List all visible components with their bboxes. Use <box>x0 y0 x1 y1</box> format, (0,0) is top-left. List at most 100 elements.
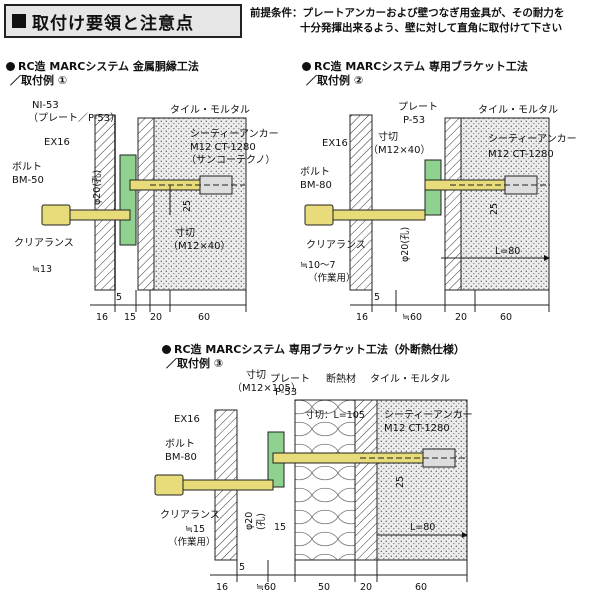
label-dim-25: 25 <box>395 476 406 488</box>
dim-1-5: 5 <box>116 292 122 303</box>
bolt-head <box>41 204 71 226</box>
bolt-shaft <box>69 209 131 221</box>
section-3-sub: ／取付例 ③ <box>166 357 224 370</box>
dim-3-16: 16 <box>216 582 228 593</box>
dim-2-60b: 60 <box>500 312 512 323</box>
label-anchor-1: シーティーアンカー <box>190 128 279 140</box>
page-title: 取付け要領と注意点 <box>32 13 194 34</box>
bolt-shaft <box>182 479 274 491</box>
bullet-icon <box>6 62 15 71</box>
label-cut-2: （M12×40） <box>368 144 430 156</box>
dim-2-5: 5 <box>374 292 380 303</box>
label-plate-1: プレート <box>270 373 310 385</box>
label-tile-mortar: タイル・モルタル <box>170 104 250 116</box>
tile-mortar-layer <box>444 117 462 291</box>
label-anchor-3: （サンコーテクノ） <box>186 154 275 166</box>
dim-1-15: 15 <box>124 312 136 323</box>
label-cut-1: 寸切 <box>246 368 266 381</box>
insulation-layer <box>294 399 356 561</box>
label-clearance: クリアランス <box>160 509 220 521</box>
section-2-title: RC造 MARCシステム 専用ブラケット工法 <box>314 60 528 73</box>
dim-2-60a: ≒60 <box>402 312 422 323</box>
dim-1-20: 20 <box>150 312 162 323</box>
section-1-title: RC造 MARCシステム 金属胴縁工法 <box>18 60 199 73</box>
label-plate-p53: （プレート／P-53） <box>28 112 120 124</box>
label-tile-mortar: タイル・モルタル <box>370 373 450 385</box>
label-ni53: NI-53 <box>32 100 59 111</box>
label-phi20: φ20 <box>244 512 255 530</box>
metal-furring-wall <box>349 114 373 291</box>
label-cut-1: 寸切 <box>175 226 195 239</box>
dim-3-60a: ≒60 <box>256 582 276 593</box>
section-3-drawing <box>154 399 468 582</box>
dim-3-50: 50 <box>318 582 330 593</box>
label-bolt-1: ボルト <box>300 166 330 178</box>
label-bolt-2: BM-80 <box>300 180 332 191</box>
dim-2-16: 16 <box>356 312 368 323</box>
dim-3-20: 20 <box>360 582 372 593</box>
dim-2-20: 20 <box>455 312 467 323</box>
section-1-labels: NI-53 （プレート／P-53） タイル・モルタル シーティーアンカー M12… <box>12 100 279 323</box>
section-3-heading: RC造 MARCシステム 専用ブラケット工法（外断熱仕様） ／取付例 ③ <box>162 343 465 371</box>
bolt-head <box>154 474 184 496</box>
label-ex16: EX16 <box>322 138 348 149</box>
dim-1-60: 60 <box>198 312 210 323</box>
premise-line-1: 前提条件：プレートアンカーおよび壁つなぎ用金具が、その耐力を <box>250 7 565 19</box>
bullet-icon <box>302 62 311 71</box>
section-2-heading: RC造 MARCシステム 専用ブラケット工法 ／取付例 ② <box>302 60 528 88</box>
section-1-drawing <box>41 114 247 312</box>
label-hole: (孔) <box>256 513 267 530</box>
dim-3-5: 5 <box>239 562 245 573</box>
dim-3-60b: 60 <box>415 582 427 593</box>
label-approx-10-7: ≒10～7 <box>300 260 336 271</box>
premise-note: 前提条件：プレートアンカーおよび壁つなぎ用金具が、その耐力を 十分発揮出来るよう… <box>250 6 596 36</box>
title-square-icon <box>12 14 26 28</box>
section-3-title: RC造 MARCシステム 専用ブラケット工法（外断熱仕様） <box>174 343 465 356</box>
label-clearance: クリアランス <box>306 239 366 251</box>
section-2-sub: ／取付例 ② <box>306 74 364 87</box>
label-plate-2: P-53 <box>275 387 297 398</box>
label-dim-25: 25 <box>489 203 500 215</box>
label-L80: L=80 <box>495 246 520 257</box>
title-box: 取付け要領と注意点 <box>4 4 242 38</box>
label-anchor-1: シーティーアンカー <box>384 409 473 421</box>
label-ex16: EX16 <box>174 414 200 425</box>
label-work: （作業用） <box>168 536 216 548</box>
label-insulation: 断熱材 <box>326 372 356 385</box>
label-anchor-1: シーティーアンカー <box>488 133 577 145</box>
label-phi20: φ20(孔) <box>400 227 411 262</box>
bullet-icon <box>162 345 171 354</box>
label-phi20: φ20(孔) <box>92 170 103 205</box>
label-dim-25: 25 <box>182 200 193 212</box>
tile-mortar-layer <box>137 117 155 291</box>
label-anchor-2: M12 CT-1280 <box>190 142 256 153</box>
label-ex16: EX16 <box>44 137 70 148</box>
section-2-labels: プレート P-53 タイル・モルタル シーティーアンカー M12 CT-1280… <box>300 101 577 323</box>
concrete-wall <box>460 117 550 291</box>
label-approx-13: ≒13 <box>32 264 52 275</box>
label-bolt-1: ボルト <box>165 438 195 450</box>
premise-line-2: 十分発揮出来るよう、壁に対して直角に取付けて下さい <box>300 22 563 34</box>
label-bolt-2: BM-50 <box>12 175 44 186</box>
label-cut-2: （M12×40） <box>168 240 230 252</box>
concrete-wall <box>376 399 468 561</box>
label-cut-2: （M12×105） <box>232 382 301 394</box>
tile-mortar-layer <box>354 399 378 561</box>
concrete-wall <box>153 117 247 291</box>
label-cut-L105: 寸切：L=105 <box>305 409 365 421</box>
section-1-heading: RC造 MARCシステム 金属胴縁工法 ／取付例 ① <box>6 60 199 88</box>
label-anchor-2: M12 CT-1280 <box>384 423 450 434</box>
bolt-head <box>304 204 334 226</box>
label-bolt-2: BM-80 <box>165 452 197 463</box>
label-plate-1: プレート <box>398 101 438 113</box>
label-cut-1: 寸切 <box>378 130 398 143</box>
section-1-sub: ／取付例 ① <box>10 74 68 87</box>
label-approx-15: ≒15 <box>185 524 205 535</box>
dim-1-16: 16 <box>96 312 108 323</box>
label-L80: L=80 <box>410 522 435 533</box>
label-clearance: クリアランス <box>14 237 74 249</box>
label-tile-mortar: タイル・モルタル <box>478 104 558 116</box>
section-2-drawing <box>304 114 550 312</box>
label-plate-2: P-53 <box>403 115 425 126</box>
